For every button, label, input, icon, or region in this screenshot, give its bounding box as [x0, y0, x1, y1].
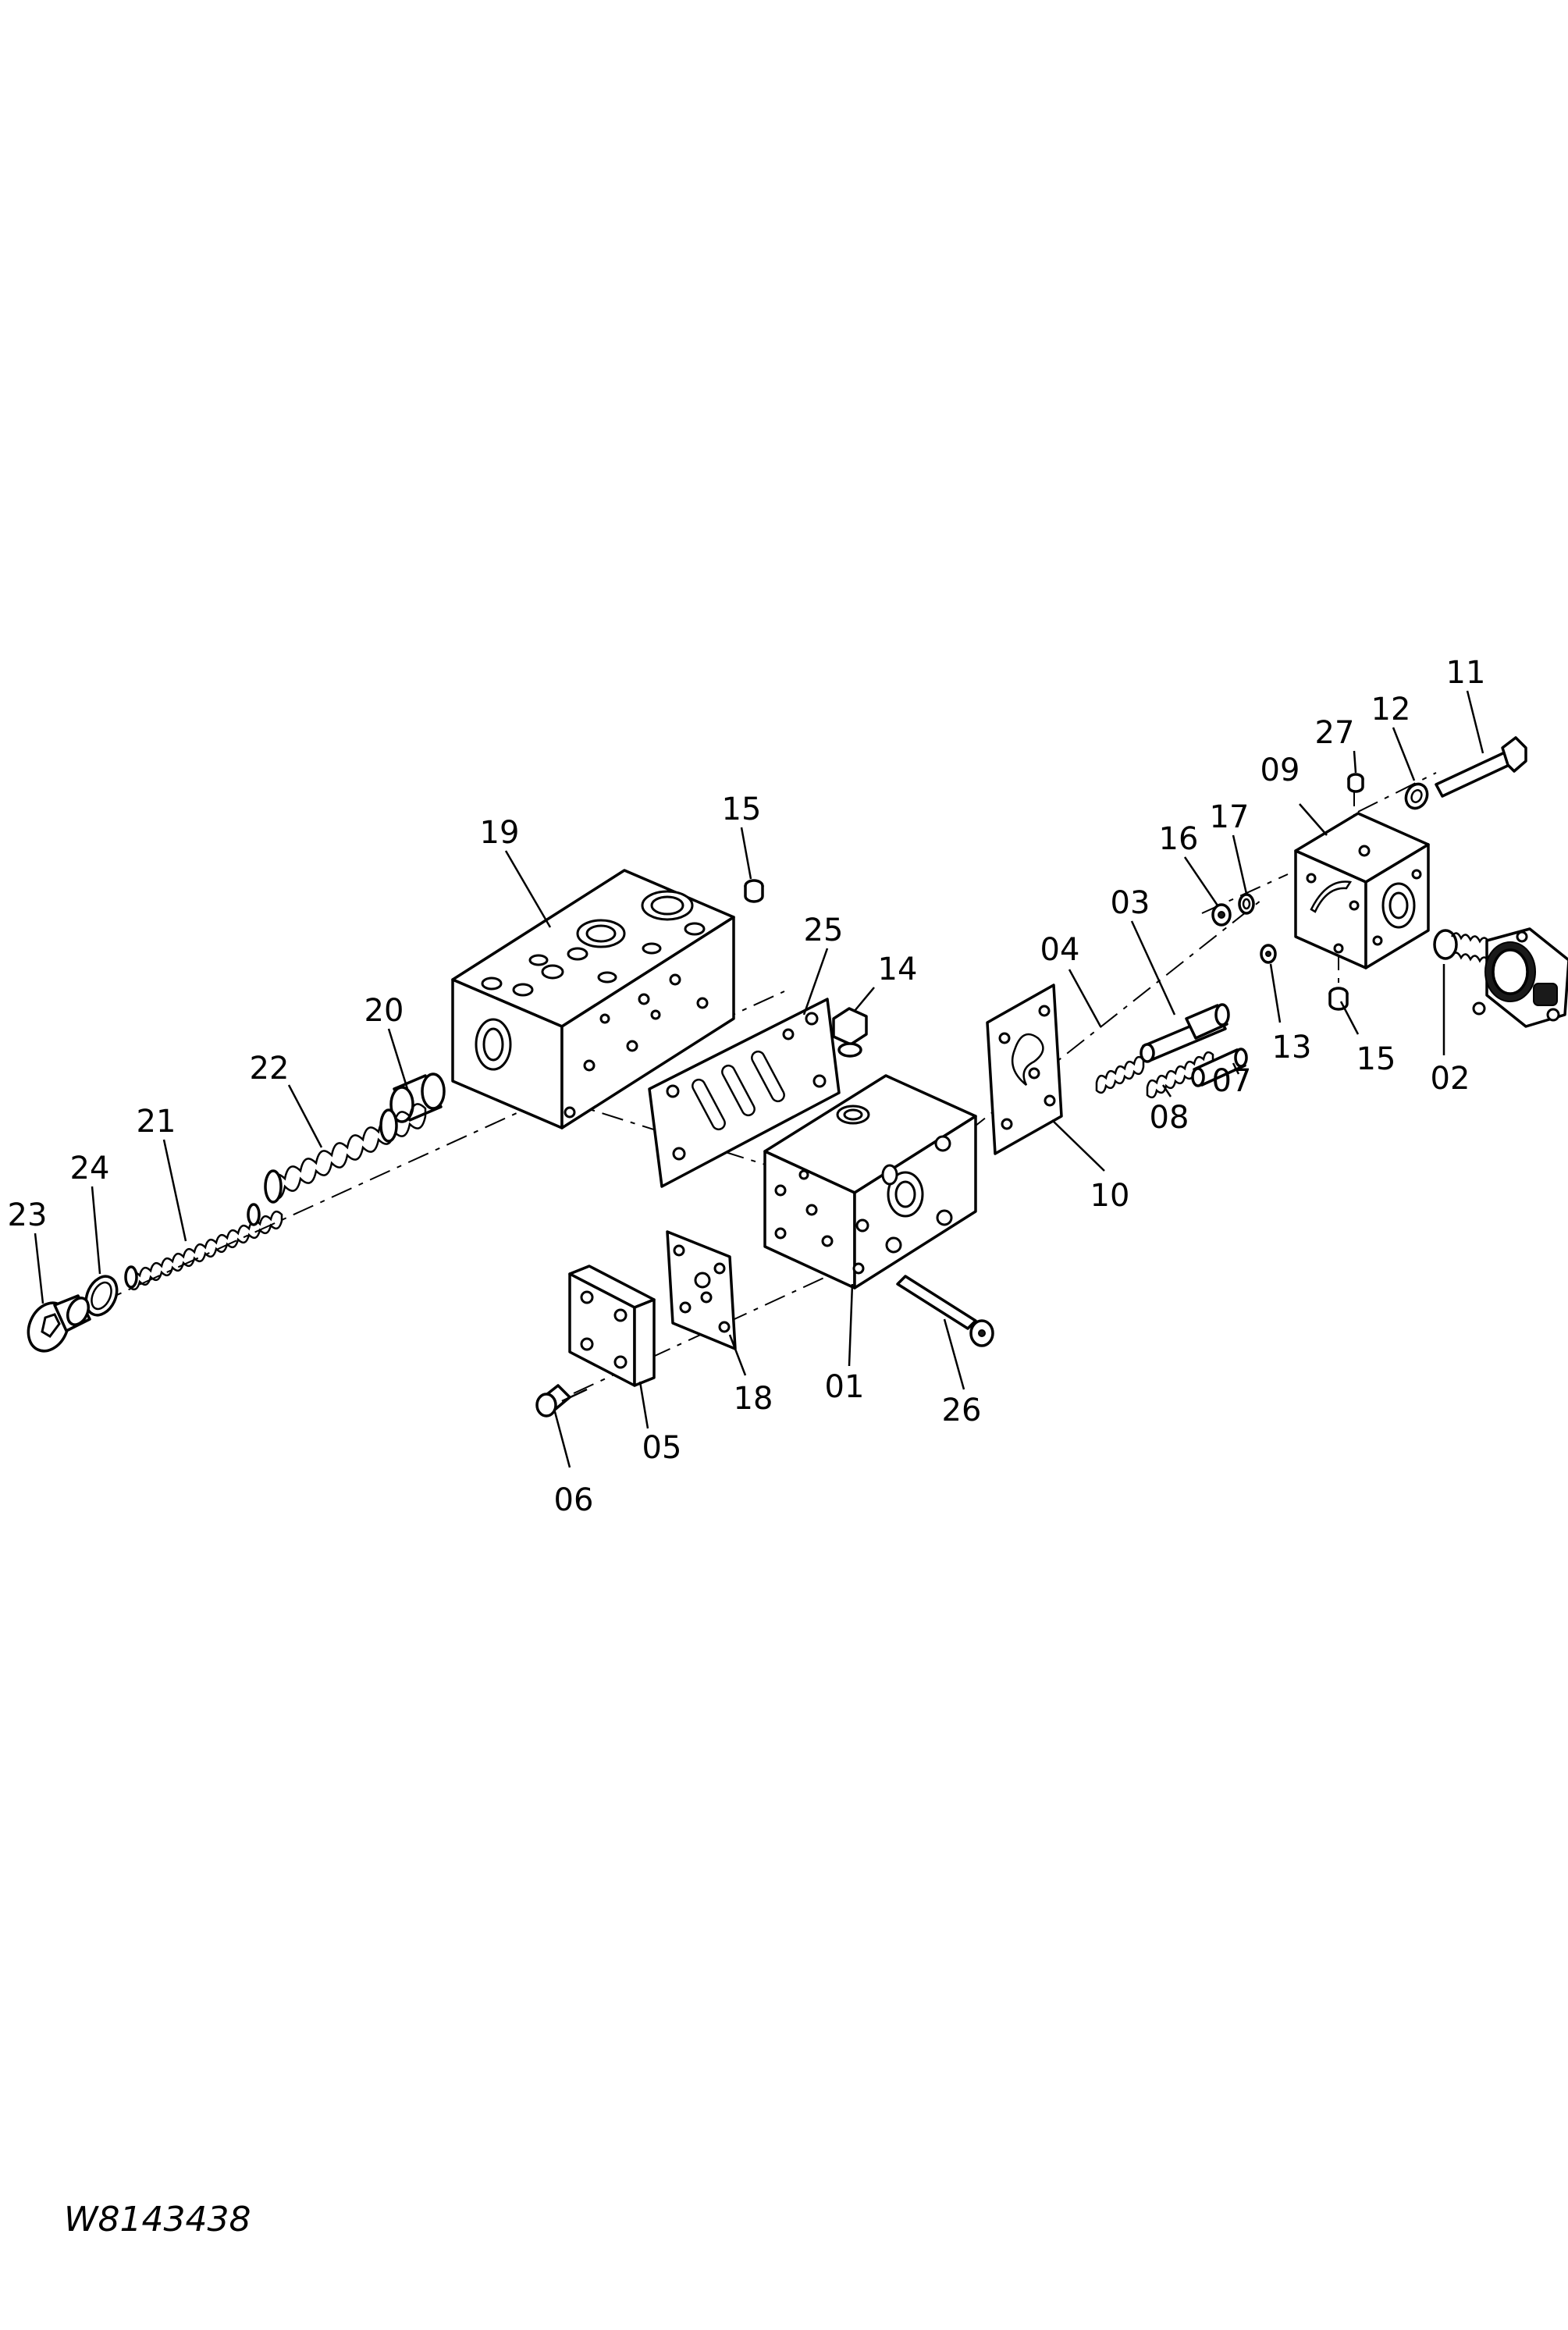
drawing-id-label: W8143438 [64, 2200, 251, 2239]
callout-26: 26 [942, 1393, 982, 1428]
callout-03: 03 [1111, 885, 1150, 921]
callout-11: 11 [1446, 655, 1486, 691]
part-16-nut [1211, 903, 1232, 927]
callout-19: 19 [480, 815, 520, 851]
part-26-long-bolt [896, 1275, 994, 1347]
callout-14: 14 [878, 952, 918, 987]
callout-27: 27 [1315, 715, 1355, 751]
part-15-plug-bottom [1328, 987, 1349, 1011]
part-13-nut [1260, 944, 1277, 964]
callout-12: 12 [1371, 692, 1411, 727]
callout-23: 23 [8, 1197, 48, 1233]
callout-labels: 01 02 03 04 05 06 07 08 09 10 11 12 13 1… [8, 655, 1486, 1518]
part-01-valve-block [763, 1074, 977, 1290]
callout-06: 06 [554, 1482, 594, 1518]
part-14-plug [832, 1007, 868, 1058]
part-12-washer [1404, 782, 1429, 810]
callout-07: 07 [1212, 1063, 1252, 1099]
part-21-spring-small [124, 1203, 283, 1291]
part-22-spring-large [264, 1103, 427, 1204]
callout-10: 10 [1090, 1178, 1130, 1214]
callout-13: 13 [1272, 1030, 1312, 1065]
callout-21: 21 [137, 1104, 176, 1140]
callout-04: 04 [1040, 932, 1080, 968]
callout-25: 25 [804, 912, 844, 948]
part-05-cover-plate [568, 1265, 656, 1387]
part-20-sleeve [389, 1073, 446, 1123]
part-10-gasket [986, 984, 1063, 1155]
leader-lines [34, 690, 1484, 1468]
part-06-bolt [535, 1384, 588, 1418]
part-17-washer [1238, 893, 1255, 915]
part-19-valve-body [451, 869, 735, 1129]
callout-15a: 15 [722, 791, 762, 827]
part-02-solenoid [1433, 927, 1568, 1028]
part-03-spool [1140, 1003, 1230, 1063]
callout-16: 16 [1159, 821, 1199, 857]
callout-18: 18 [734, 1381, 773, 1417]
callout-24: 24 [70, 1151, 110, 1186]
part-09-end-block [1294, 812, 1430, 969]
callout-20: 20 [364, 993, 404, 1029]
callout-22: 22 [250, 1051, 290, 1087]
callout-08: 08 [1150, 1100, 1189, 1136]
part-18-gasket [666, 1230, 737, 1350]
callout-05: 05 [642, 1430, 682, 1466]
part-23-plug-cap [27, 1294, 91, 1353]
callout-17: 17 [1210, 799, 1250, 835]
callout-09: 09 [1260, 752, 1300, 788]
part-07-piston [1191, 1048, 1248, 1087]
part-15-plug-top [744, 879, 764, 903]
part-24-o-ring [84, 1275, 119, 1317]
part-11-bolt [1435, 736, 1527, 798]
callout-02: 02 [1431, 1061, 1470, 1097]
part-04-spring [1095, 1055, 1145, 1094]
callout-01: 01 [825, 1369, 865, 1405]
part-25-gasket [648, 998, 841, 1188]
callout-15b: 15 [1356, 1041, 1396, 1077]
part-27-dowel [1347, 773, 1364, 793]
